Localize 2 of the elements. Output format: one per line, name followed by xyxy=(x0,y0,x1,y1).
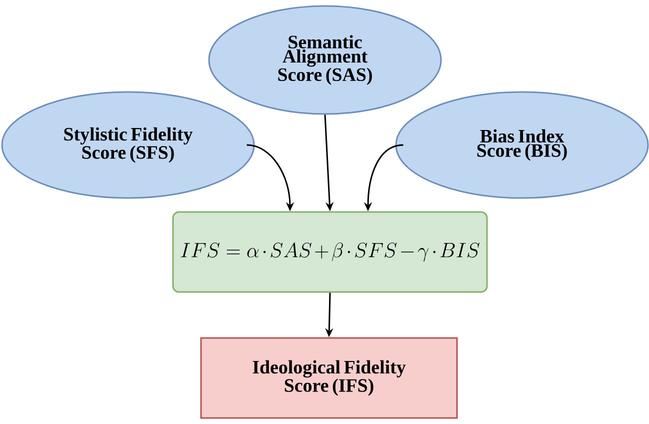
result-box: Ideological Fidelity Score (IFS) xyxy=(200,337,458,419)
formula-box: $IFS = \alpha \cdot SAS + \beta \cdot SFS - \gamma \cdot BIS$ xyxy=(172,211,488,293)
